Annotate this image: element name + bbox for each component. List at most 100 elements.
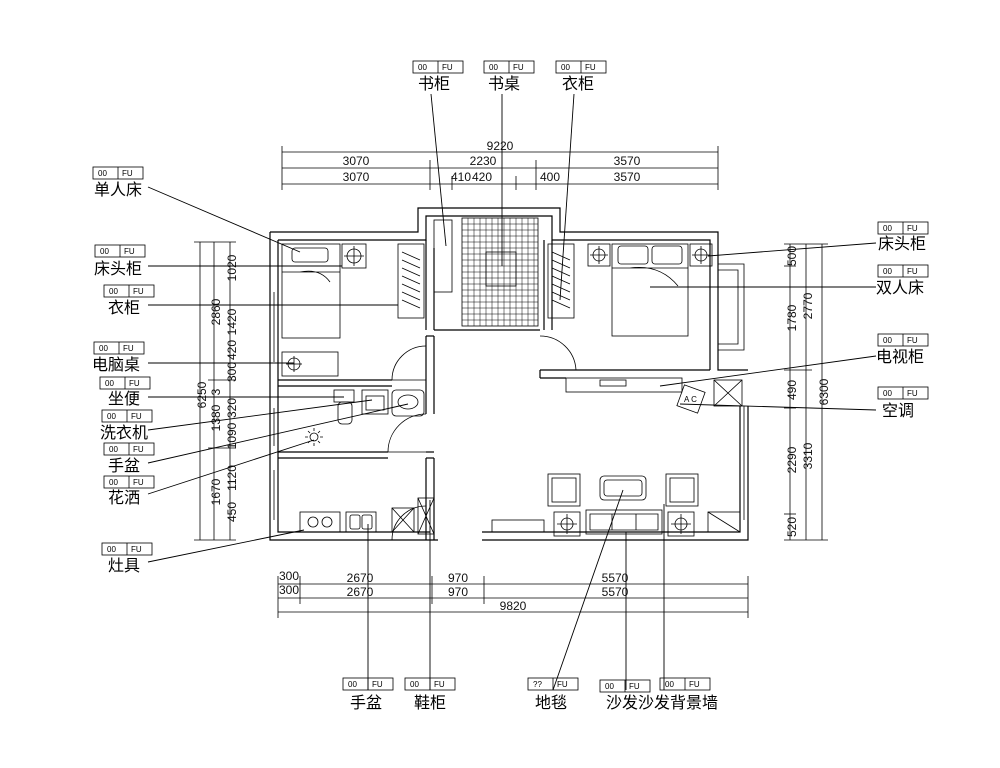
label-shower: 花洒 — [108, 488, 140, 507]
dim-left-2b: 1420 — [225, 308, 239, 335]
tag-code-num: 00 — [105, 379, 114, 388]
tag-code-fu: FU — [372, 680, 383, 689]
dim-left-2f: 1090 — [225, 422, 239, 449]
dim-top-2c: 420 — [472, 170, 492, 184]
dim-top-1a: 3070 — [343, 154, 370, 168]
dim-top-total: 9220 — [487, 139, 514, 153]
dim-bot-2b: 2670 — [347, 585, 374, 599]
dim-right-2b: 3310 — [801, 442, 815, 469]
tag-code-num: 00 — [109, 445, 118, 454]
tag-code-num: ?? — [533, 680, 542, 689]
tag-code-fu: FU — [907, 336, 918, 345]
bottom-dimensions: 300 2670 970 5570 300 2670 970 5570 9820 — [277, 569, 749, 618]
tag-single-bed: 00 FU — [92, 166, 144, 180]
label-double-bed: 双人床 — [876, 278, 924, 297]
dim-right-1e: 520 — [785, 517, 799, 537]
tag-code-fu: FU — [129, 379, 140, 388]
tag-code-num: 00 — [109, 478, 118, 487]
dim-bot-total: 9820 — [500, 599, 527, 613]
dim-left-1d: 1670 — [209, 478, 223, 505]
right-dimensions: 500 1780 490 2290 520 2770 3310 6300 — [784, 243, 831, 541]
tag-code-num: 00 — [489, 63, 498, 72]
dim-left-2c: 420 — [225, 340, 239, 360]
dim-top-1c: 3570 — [614, 154, 641, 168]
tag-code-fu: FU — [442, 63, 453, 72]
dim-right-1c: 490 — [785, 380, 799, 400]
top-dimensions: 9220 3070 2230 3570 3070 410 420 400 357… — [281, 139, 719, 190]
tag-washer: 00 FU — [101, 409, 153, 423]
tag-code-fu: FU — [122, 169, 133, 178]
tag-code-num: 00 — [665, 680, 674, 689]
tag-shoe-cabinet: 00 FU — [404, 677, 456, 691]
dim-left-2h: 450 — [225, 502, 239, 522]
tag-double-bed: 00 FU — [877, 264, 929, 278]
tag-code-fu: FU — [585, 63, 596, 72]
tag-code-num: 00 — [99, 344, 108, 353]
dim-top-1b: 2230 — [470, 154, 497, 168]
ac-unit: A C — [676, 379, 743, 414]
tag-code-num: 00 — [348, 680, 357, 689]
tag-code-fu: FU — [131, 545, 142, 554]
dim-bot-1b: 2670 — [347, 571, 374, 585]
tag-carpet: ?? FU — [527, 677, 579, 691]
label-toilet: 坐便 — [108, 389, 140, 408]
dim-top-2a: 3070 — [343, 170, 370, 184]
tag-code-fu: FU — [689, 680, 700, 689]
tag-sofa: 00 FU — [599, 679, 651, 693]
dim-left-1b: 3 — [209, 388, 223, 395]
label-carpet: 地毯 — [535, 693, 567, 712]
tag-desk: 00 FU — [483, 60, 535, 74]
tag-wardrobe-left: 00 FU — [103, 284, 155, 298]
label-air-conditioner: 空调 — [882, 401, 914, 420]
label-bedside-right: 床头柜 — [878, 234, 926, 253]
bedside-tables-right — [587, 243, 713, 267]
tag-tv-cabinet: 00 FU — [877, 333, 929, 347]
computer-desk — [281, 351, 339, 377]
ac-text: A C — [684, 395, 697, 404]
tag-code-num: 00 — [418, 63, 427, 72]
tag-sofa-wall: 00 FU — [659, 677, 711, 691]
dim-right-1a: 500 — [785, 246, 799, 266]
walls — [269, 207, 749, 541]
label-basin-bottom: 手盆 — [350, 693, 382, 712]
tag-code-num: 00 — [107, 545, 116, 554]
tag-code-num: 00 — [109, 287, 118, 296]
doors — [387, 335, 577, 541]
tag-code-num: 00 — [883, 267, 892, 276]
tag-code-num: 00 — [107, 412, 116, 421]
tag-code-fu: FU — [557, 680, 568, 689]
dim-left-2a: 1020 — [225, 254, 239, 281]
dim-top-2e: 3570 — [614, 170, 641, 184]
label-basin-left: 手盆 — [108, 456, 140, 475]
bedside-table-left — [341, 243, 367, 269]
tag-code-num: 00 — [883, 389, 892, 398]
label-single-bed: 单人床 — [94, 180, 142, 199]
tag-shower: 00 FU — [103, 475, 155, 489]
bathroom-fixtures — [305, 389, 425, 446]
tag-basin-bottom: 00 FU — [342, 677, 394, 691]
tag-code-num: 00 — [100, 247, 109, 256]
tag-code-fu: FU — [907, 224, 918, 233]
dim-left-2g: 1120 — [225, 465, 239, 491]
tag-code-fu: FU — [124, 247, 135, 256]
tag-code-fu: FU — [133, 287, 144, 296]
dim-bot-1d: 5570 — [602, 571, 629, 585]
tag-bedside-right: 00 FU — [877, 221, 929, 235]
label-bookcase: 书柜 — [418, 74, 450, 93]
dim-bot-1c: 970 — [448, 571, 468, 585]
dim-right-2a: 2770 — [801, 292, 815, 319]
tag-air-conditioner: 00 FU — [877, 386, 929, 400]
tag-code-num: 00 — [98, 169, 107, 178]
tag-bedside-left: 00 FU — [94, 244, 146, 258]
tag-code-fu: FU — [123, 344, 134, 353]
dim-bot-2a: 300 — [279, 583, 299, 597]
label-sofa-wall: 沙发背景墙 — [638, 693, 718, 712]
dim-bot-1a: 300 — [279, 569, 299, 583]
tag-code-num: 00 — [410, 680, 419, 689]
dim-left-2e: 320 — [225, 398, 239, 418]
tag-bookcase: 00 FU — [412, 60, 464, 74]
dim-top-2d: 400 — [540, 170, 560, 184]
dim-top-2b: 410 — [451, 170, 471, 184]
tag-code-fu: FU — [907, 267, 918, 276]
dim-right-1d: 2290 — [785, 446, 799, 473]
